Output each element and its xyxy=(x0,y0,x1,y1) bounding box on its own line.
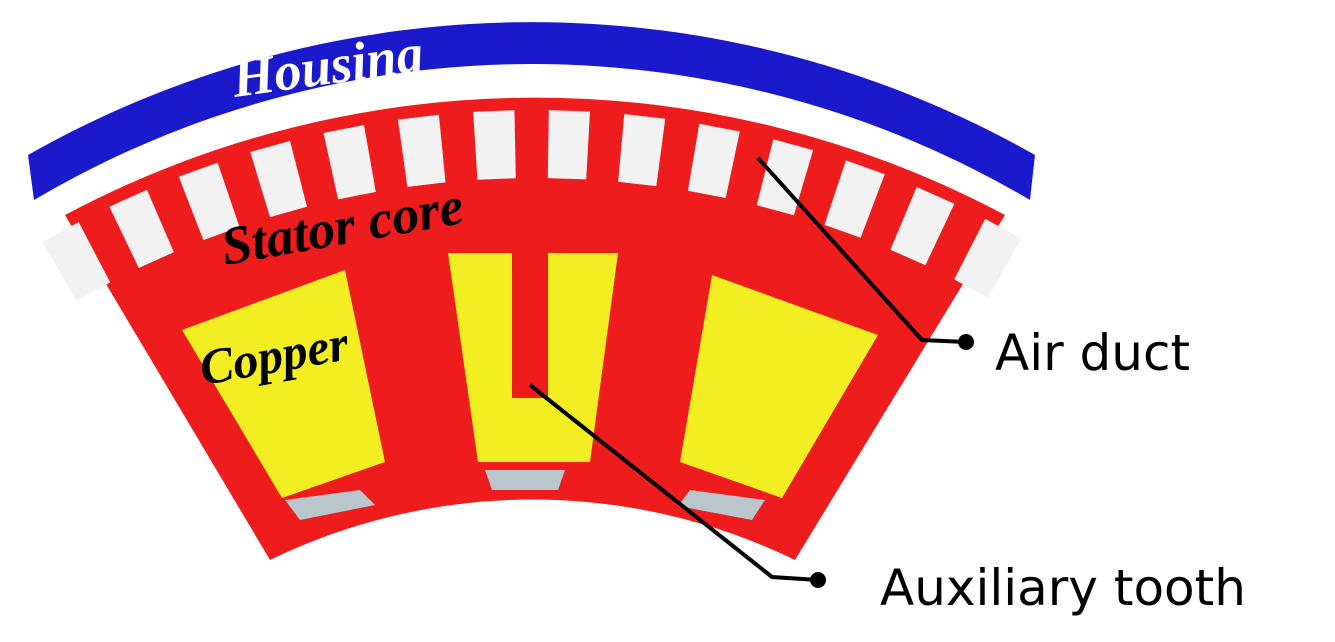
air-duct-slot xyxy=(250,140,307,218)
housing-region xyxy=(28,22,1035,200)
right-copper-coil xyxy=(680,275,878,498)
center-slot-wedge xyxy=(485,470,565,490)
leader-lines xyxy=(528,156,967,582)
left-slot-wedge xyxy=(285,490,375,520)
air-ducts-group xyxy=(42,110,1022,301)
air-duct-slot xyxy=(687,123,740,198)
right-slot-wedge xyxy=(678,490,765,520)
air-duct-slot xyxy=(890,187,955,266)
air-duct-leader-dot xyxy=(958,334,974,350)
left-copper-coil xyxy=(182,270,385,498)
air-duct-slot xyxy=(618,114,666,187)
slot-wedges xyxy=(285,470,765,520)
air-duct-slot xyxy=(323,125,376,200)
air-duct-slot xyxy=(756,139,814,216)
auxiliary-tooth-leader-dot xyxy=(810,572,826,588)
air-duct-slot xyxy=(397,114,446,187)
air-duct-slot xyxy=(473,110,516,180)
air-duct-slot xyxy=(42,222,111,301)
air-duct-leader-line xyxy=(756,156,967,344)
auxiliary-tooth-leader-line xyxy=(528,383,819,582)
housing-label: Housing xyxy=(227,23,427,109)
air-duct-slot xyxy=(547,110,590,180)
air-duct-slot xyxy=(178,162,240,241)
copper-windings xyxy=(182,253,878,498)
air-duct-slot xyxy=(109,189,174,268)
air-duct-slot xyxy=(824,160,885,238)
auxiliary-tooth-label: Auxiliary tooth xyxy=(880,559,1246,617)
air-duct-slot xyxy=(954,218,1022,298)
air-duct-label: Air duct xyxy=(995,324,1190,382)
auxiliary-tooth xyxy=(512,253,548,398)
